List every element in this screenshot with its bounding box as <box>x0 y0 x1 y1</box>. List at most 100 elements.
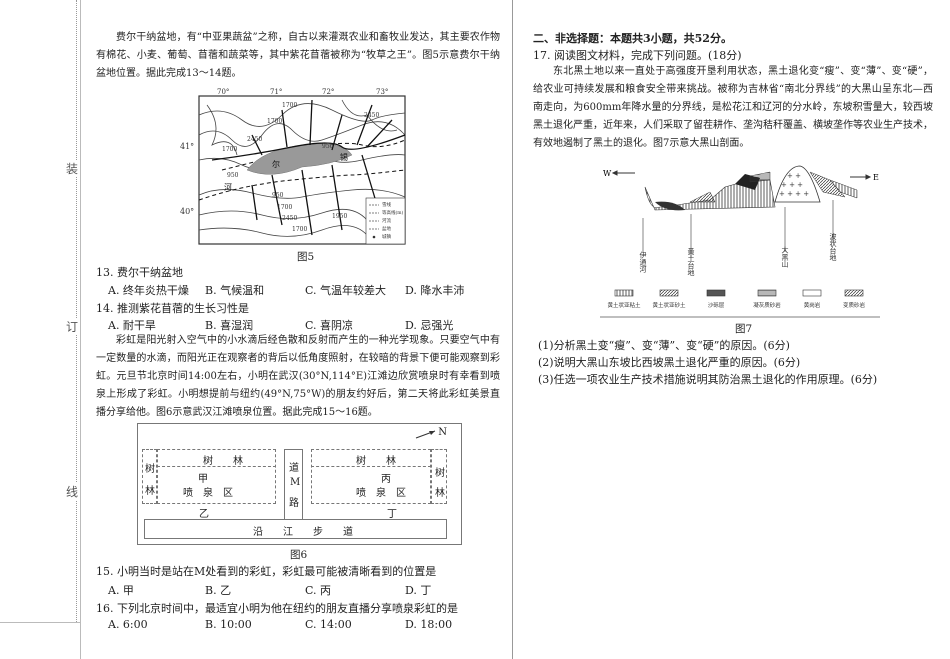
contour-label: 950 <box>272 192 284 199</box>
legend-item: 雪线 <box>382 201 391 208</box>
contour-label: 1700 <box>292 226 307 233</box>
legend-item: 变质砂岩 <box>843 301 866 309</box>
figure-5-caption: 图5 <box>297 251 315 263</box>
river-label: 锡 <box>340 153 348 162</box>
q14-option-a[interactable]: A. 耐干旱 <box>108 319 156 332</box>
north-arrow-icon <box>415 430 436 439</box>
contour-label: 1700 <box>267 118 282 125</box>
label-yitong-river: 伊通河 <box>639 251 647 273</box>
forest-v-label: 林 <box>435 488 445 499</box>
river-label: 尔 <box>272 159 280 169</box>
figure-6-diagram: N 树 林 树 林 甲 喷 泉 区 乙 道 M 路 树 林 树 林 丙 喷 泉 … <box>137 423 462 545</box>
lon-label: 71° <box>270 88 282 96</box>
legend-item: 凝灰质砂岩 <box>753 301 781 309</box>
lon-label: 70° <box>217 88 229 96</box>
intro-13-14: 费尔干纳盆地，有“中亚果蔬盆”之称，自古以来灌溉农业和畜牧业发达，其主要农作物有… <box>96 32 500 79</box>
east-arrow-icon <box>850 174 872 180</box>
q17-stem: 17. 阅读图文材料，完成下列问题。(18分) <box>533 49 742 62</box>
column-divider <box>512 0 513 659</box>
road-m <box>284 449 303 519</box>
yi-label: 乙 <box>199 509 209 520</box>
q14-option-d[interactable]: D. 忌强光 <box>405 319 454 332</box>
q16-option-d[interactable]: D. 18:00 <box>405 618 453 631</box>
contour-label: 2450 <box>247 136 262 143</box>
q14-option-b[interactable]: B. 喜湿润 <box>205 319 254 332</box>
legend-item: 等高线(m) <box>382 209 404 216</box>
q16-option-c[interactable]: C. 14:00 <box>305 618 352 631</box>
q17-intro: 东北黑土地以来一直处于高强度开垦利用状态，黑土退化变“瘦”、变“薄”、变“硬”，… <box>533 66 933 149</box>
svg-text:+ +: + + <box>787 172 801 180</box>
legend-item: 盆地 <box>382 225 391 232</box>
q13-option-b[interactable]: B. 气候温和 <box>205 284 265 297</box>
legend-item: 黄土状亚粘土 <box>607 301 641 309</box>
contour-label: 950 <box>227 172 239 179</box>
q13-option-c[interactable]: C. 气温年较差大 <box>305 284 387 297</box>
legend-item: 黄土状亚砂土 <box>652 301 686 309</box>
q13-stem: 13. 费尔干纳盆地 <box>96 266 183 279</box>
binding-dotted-line <box>76 0 77 622</box>
label-daheishan: 大黑山 <box>781 246 789 269</box>
q15-option-d[interactable]: D. 丁 <box>405 584 432 597</box>
figure-6-caption: 图6 <box>290 549 308 561</box>
q16-stem: 16. 下列北京时间中，最适宜小明为他在纽约的朋友直播分享喷泉彩虹的是 <box>96 602 458 615</box>
fountain-label: 喷 泉 区 <box>183 488 233 499</box>
contour-label: 1950 <box>332 213 347 220</box>
road-label: 道 <box>289 463 299 474</box>
q14-option-c[interactable]: C. 喜阴凉 <box>305 319 354 332</box>
legend-item: 沙砾层 <box>708 301 725 309</box>
binding-line <box>80 0 81 659</box>
q16-option-a[interactable]: A. 6:00 <box>108 618 148 631</box>
q13-option-d[interactable]: D. 降水丰沛 <box>405 284 465 297</box>
intro-15-16: 彩虹是阳光射入空气中的小水滴后经色散和反射而产生的一种光学现象。只要空气中有一定… <box>96 335 500 418</box>
q15-option-b[interactable]: B. 乙 <box>205 584 232 597</box>
north-label: N <box>438 427 447 438</box>
figure-7-caption: 图7 <box>735 323 753 335</box>
svg-text:+ + +: + + + <box>781 181 803 189</box>
svg-text:+ + + +: + + + + <box>779 190 809 198</box>
river-label: 河 <box>224 182 232 192</box>
q15-option-c[interactable]: C. 丙 <box>305 584 332 597</box>
contour-label: 950 <box>322 143 334 150</box>
q17-sub-3: (3)任选一项农业生产技术措施说明其防治黑土退化的作用原理。(6分) <box>538 373 878 386</box>
fountain-area-jia <box>157 449 276 504</box>
binding-char-ding: 订 <box>66 318 79 335</box>
contour-label: 1700 <box>282 102 297 109</box>
legend-item: 河流 <box>382 217 391 224</box>
forest-v-label: 树 <box>435 468 445 479</box>
lat-label-41: 41° <box>180 142 195 151</box>
contour-label: 2450 <box>364 112 379 119</box>
q17-sub-1: (1)分析黑土变“瘦”、变“薄”、变“硬”的原因。(6分) <box>538 339 790 352</box>
binding-char-zhuang: 装 <box>66 160 79 177</box>
fountain-area-bing <box>311 449 431 504</box>
lat-label-40: 40° <box>180 207 195 216</box>
q16-option-b[interactable]: B. 10:00 <box>205 618 252 631</box>
m-label: M <box>290 477 301 488</box>
forest-label: 树 林 <box>356 456 396 467</box>
q13-option-a[interactable]: A. 终年炎热干燥 <box>108 284 189 297</box>
forest-right <box>431 449 447 504</box>
forest-v-label: 树 <box>145 464 155 475</box>
jia-label: 甲 <box>198 474 208 485</box>
binding-char-xian: 线 <box>66 483 79 500</box>
q14-stem: 14. 推测紫花苜蓿的生长习性是 <box>96 302 249 315</box>
figure-5-map: 70° 71° 72° 73° 1700 1700 2450 1700 950 … <box>198 88 406 245</box>
margin-bottom-line <box>0 622 80 623</box>
legend-item: 城镇 <box>382 233 391 240</box>
contour-label: 1700 <box>222 146 237 153</box>
contour-label: 1700 <box>277 204 292 211</box>
ding-label: 丁 <box>387 509 397 520</box>
label-loess-terrace: 黄土台地 <box>687 247 695 276</box>
fountain-label: 喷 泉 区 <box>356 488 406 499</box>
q17-sub-2: (2)说明大黑山东坡比西坡黑土退化严重的原因。(6分) <box>538 356 801 369</box>
figure-7-profile: W E + ++ + ++ + + + 伊通河 黄土台地 大黑山 波状台地 黄土… <box>600 165 880 318</box>
forest-label: 树 林 <box>203 456 243 467</box>
q15-stem: 15. 小明当时是站在M处看到的彩虹，彩虹最可能被清晰看到的位置是 <box>96 565 437 578</box>
east-label: E <box>873 173 879 182</box>
label-wavy-terrace: 波状台地 <box>829 232 837 261</box>
forest-left <box>142 449 157 504</box>
q15-option-a[interactable]: A. 甲 <box>108 584 134 597</box>
road-label: 路 <box>289 498 299 509</box>
lon-label: 73° <box>376 88 388 96</box>
contour-label: 2450 <box>282 215 297 222</box>
walk-label: 沿 江 步 道 <box>253 527 353 538</box>
